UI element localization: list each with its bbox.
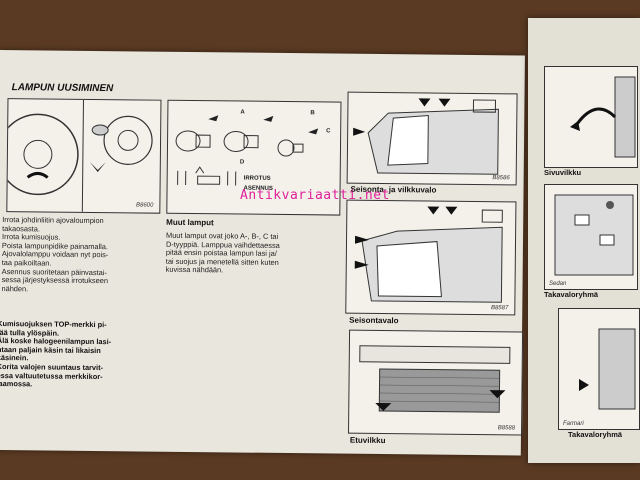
lamp-types-illustration <box>175 115 319 186</box>
caption-rear-lights-1: Takavaloryhmä <box>544 290 599 299</box>
caption-parking-light: Seisontavalo <box>349 315 399 326</box>
figure-code: B8586 <box>492 175 510 182</box>
figure-rear-lights-wagon: Farmari <box>558 308 640 430</box>
page-title: LAMPUN UUSIMINEN <box>11 82 114 95</box>
headlight-illustration <box>7 99 153 212</box>
label-farmari: Farmari <box>563 421 584 427</box>
right-page: Sivuvilkku Sedan Takavaloryhmä Farmari T… <box>528 18 640 463</box>
text-line: jaamossa. <box>0 379 33 389</box>
text-line: kuvissa nähdään. <box>165 265 224 275</box>
parking-light-illustration <box>354 206 503 303</box>
figure-code: B8587 <box>490 305 509 312</box>
label-irrotus: IRROTUS <box>243 175 271 182</box>
caption-rear-lights-2: Takavaloryhmä <box>568 430 623 439</box>
other-lamps-heading: Muut lamput <box>166 217 214 228</box>
figure-rear-lights-sedan: Sedan <box>544 184 638 290</box>
rear-lights-wagon-illustration <box>579 328 636 410</box>
figure-lamp-types: A B C D IRROTUS ASENNUS <box>166 99 342 216</box>
label-b: B <box>310 110 315 117</box>
figure-front-turn-signal: B8588 <box>348 329 524 436</box>
other-lamps-text: Muut lamput ovat joko A-, B-, C tai D-ty… <box>165 231 344 277</box>
front-turn-signal-illustration <box>359 345 511 413</box>
figure-code: B8588 <box>497 425 516 432</box>
label-d: D <box>239 159 245 166</box>
figure-code: B8600 <box>135 202 154 209</box>
parking-turn-light-illustration <box>353 98 499 175</box>
text-line: nähden. <box>1 283 29 294</box>
label-c: C <box>326 128 331 135</box>
side-marker-illustration <box>570 76 636 158</box>
left-page: LAMPUN UUSIMINEN B8600 <box>0 50 525 456</box>
caption-side-marker: Sivuvilkku <box>544 168 582 177</box>
rear-lights-sedan-illustration <box>554 194 634 276</box>
figure-side-marker <box>544 66 638 168</box>
caption-front-turn-signal: Etuvilkku <box>349 435 386 446</box>
figure-headlight-bulb: B8600 <box>6 98 162 214</box>
figure-parking-light: B8587 <box>345 199 517 316</box>
label-a: A <box>240 109 245 116</box>
label-sedan: Sedan <box>549 281 567 287</box>
instructions-block-1: Irrota johdinliitin ajovaloumpion takaos… <box>1 215 160 295</box>
watermark: Antikvariaatti.net <box>240 188 390 203</box>
instructions-block-2: Kumisuojuksen TOP-merkki pi- tää tulla y… <box>0 319 157 390</box>
figure-parking-turn-light: B8586 <box>346 91 518 186</box>
